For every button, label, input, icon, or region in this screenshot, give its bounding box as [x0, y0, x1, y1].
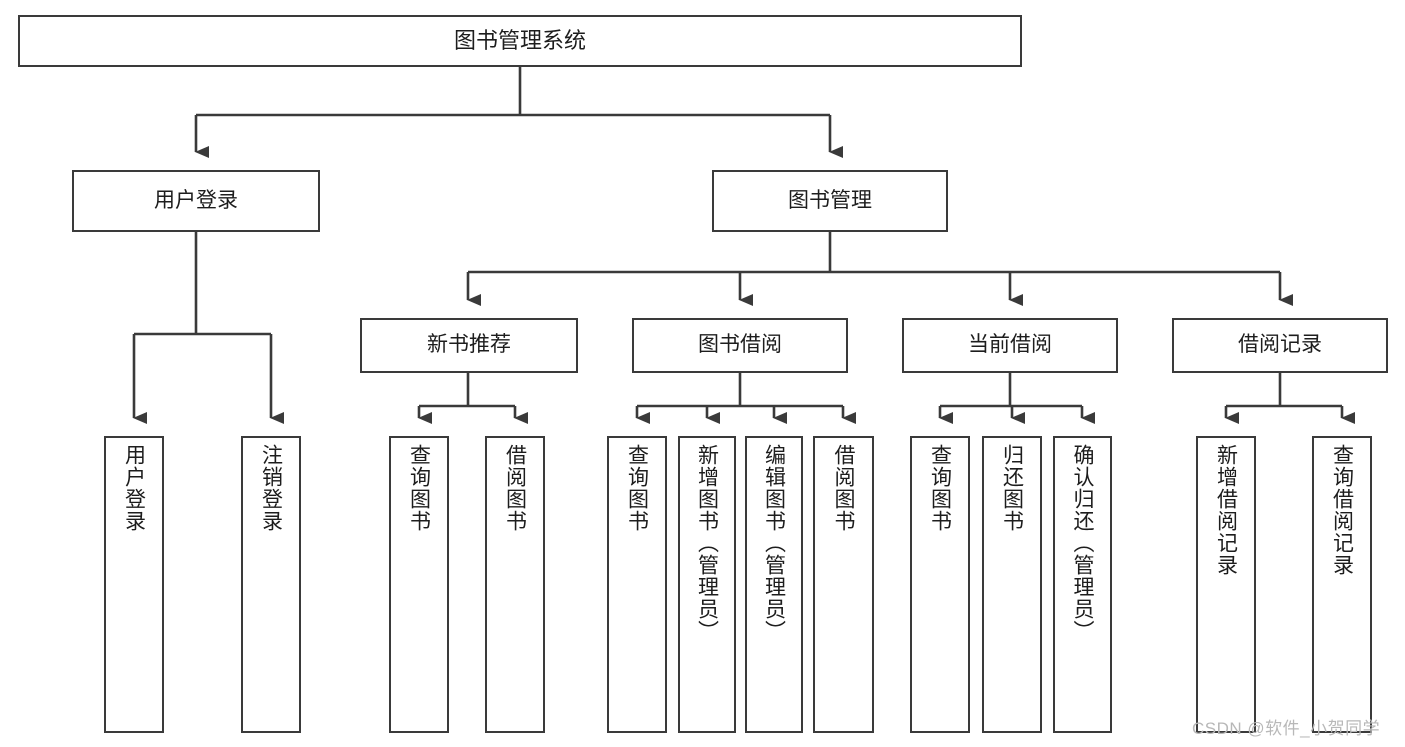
node-book-borrow-label: 图书借阅	[698, 333, 782, 357]
node-leaf-return-book[interactable]: 归还图书	[982, 436, 1042, 733]
node-leaf-add-book-label: 新增图书（管理员）	[695, 444, 719, 642]
node-user-login-label: 用户登录	[154, 188, 238, 212]
node-current-borrow-label: 当前借阅	[968, 333, 1052, 357]
node-leaf-user-login-label: 用户登录	[122, 444, 146, 532]
node-leaf-confirm-return[interactable]: 确认归还（管理员）	[1053, 436, 1112, 733]
node-leaf-query-record-label: 查询借阅记录	[1330, 444, 1354, 576]
node-leaf-query-book-2-label: 查询图书	[625, 444, 649, 532]
node-leaf-query-record[interactable]: 查询借阅记录	[1312, 436, 1372, 733]
node-leaf-query-book-1-label: 查询图书	[407, 444, 431, 532]
node-root-label: 图书管理系统	[453, 28, 586, 54]
node-new-book-recommend-label: 新书推荐	[427, 333, 511, 357]
node-borrow-record-label: 借阅记录	[1238, 333, 1322, 357]
node-leaf-edit-book[interactable]: 编辑图书（管理员）	[745, 436, 803, 733]
node-leaf-query-book-2[interactable]: 查询图书	[607, 436, 667, 733]
node-leaf-return-book-label: 归还图书	[1000, 444, 1024, 532]
node-borrow-record[interactable]: 借阅记录	[1172, 318, 1388, 373]
node-book-manage[interactable]: 图书管理	[712, 170, 948, 232]
node-current-borrow[interactable]: 当前借阅	[902, 318, 1118, 373]
node-leaf-confirm-return-label: 确认归还（管理员）	[1071, 444, 1094, 642]
node-book-borrow[interactable]: 图书借阅	[632, 318, 848, 373]
node-leaf-borrow-book-1[interactable]: 借阅图书	[485, 436, 545, 733]
node-leaf-edit-book-label: 编辑图书（管理员）	[762, 444, 786, 642]
node-leaf-query-book-3-label: 查询图书	[928, 444, 952, 532]
node-leaf-query-book-1[interactable]: 查询图书	[389, 436, 449, 733]
node-new-book-recommend[interactable]: 新书推荐	[360, 318, 578, 373]
node-leaf-add-book[interactable]: 新增图书（管理员）	[678, 436, 736, 733]
node-leaf-logout-label: 注销登录	[259, 444, 283, 532]
node-leaf-borrow-book-2[interactable]: 借阅图书	[813, 436, 874, 733]
watermark: CSDN @软件_小贺同学	[1192, 719, 1381, 738]
node-leaf-add-record[interactable]: 新增借阅记录	[1196, 436, 1256, 733]
node-leaf-borrow-book-2-label: 借阅图书	[832, 444, 855, 532]
node-leaf-query-book-3[interactable]: 查询图书	[910, 436, 970, 733]
node-leaf-logout[interactable]: 注销登录	[241, 436, 301, 733]
node-book-manage-label: 图书管理	[788, 188, 872, 212]
node-leaf-borrow-book-1-label: 借阅图书	[503, 444, 527, 532]
node-leaf-user-login[interactable]: 用户登录	[104, 436, 164, 733]
node-root[interactable]: 图书管理系统	[18, 15, 1022, 67]
node-leaf-add-record-label: 新增借阅记录	[1214, 444, 1238, 576]
node-user-login[interactable]: 用户登录	[72, 170, 320, 232]
